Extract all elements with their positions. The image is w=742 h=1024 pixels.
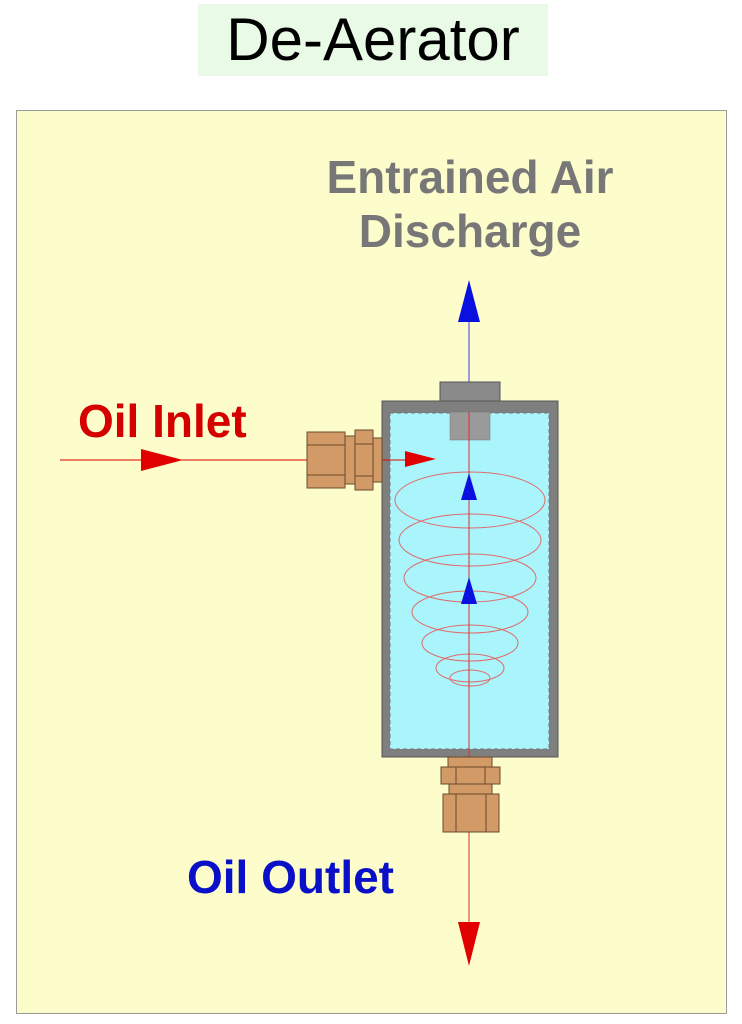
air-rise-arrow-lower xyxy=(461,577,477,604)
title-banner: De-Aerator xyxy=(198,4,548,76)
oil-inlet-inner-arrow xyxy=(405,451,436,467)
air-rise-arrow-upper xyxy=(461,473,477,500)
oil-inlet-arrow xyxy=(141,449,183,471)
oil-outlet-arrow xyxy=(458,922,480,966)
diagram-title: De-Aerator xyxy=(226,6,520,73)
diagram-panel xyxy=(16,110,727,1014)
vent-plug xyxy=(449,411,491,441)
air-discharge-label-line2: Discharge xyxy=(359,205,581,257)
outlet-fitting xyxy=(440,756,501,833)
oil-outlet-label: Oil Outlet xyxy=(187,851,394,903)
inlet-fitting xyxy=(306,429,383,491)
air-discharge-arrow xyxy=(458,280,480,322)
air-discharge-label-line1: Entrained Air xyxy=(326,151,613,203)
vent-cap xyxy=(439,381,501,403)
oil-inlet-label: Oil Inlet xyxy=(78,395,247,447)
